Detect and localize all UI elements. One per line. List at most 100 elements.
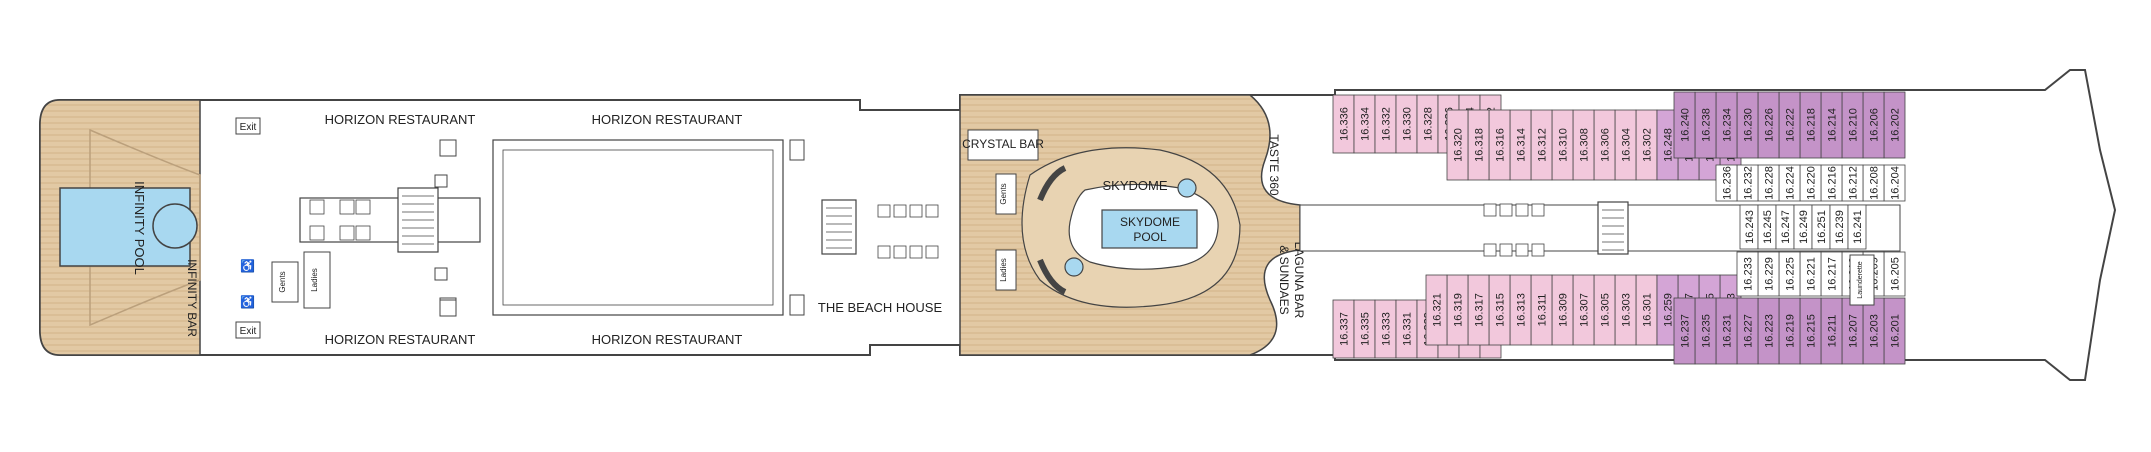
accessible-aft-2: ♿	[240, 295, 255, 309]
cabin-number: 16.307	[1579, 293, 1591, 327]
cabin-number: 16.305	[1600, 293, 1612, 327]
cabin-number: 16.219	[1785, 314, 1797, 348]
cabin-number: 16.301	[1642, 293, 1654, 327]
restaurant-pillars	[434, 139, 805, 317]
cabin-number: 16.337	[1339, 312, 1351, 346]
horizon-restaurant-aft-top: HORIZON RESTAURANT	[325, 112, 476, 127]
cabin-number: 16.328	[1423, 107, 1435, 141]
cabin-number: 16.304	[1621, 128, 1633, 162]
cabin-number: 16.334	[1360, 107, 1372, 141]
cabin-16-241[interactable]	[1847, 204, 1867, 250]
cabin-number: 16.202	[1890, 108, 1902, 142]
cabin-number: 16.306	[1600, 128, 1612, 162]
exit-label-bottom: Exit	[240, 326, 257, 337]
cabin-16-240[interactable]	[1673, 91, 1696, 159]
exit-label-top: Exit	[240, 122, 257, 133]
skydome-pool-label-2: POOL	[1133, 230, 1167, 244]
cabin-number: 16.241	[1852, 210, 1864, 244]
cabin-number: 16.312	[1537, 128, 1549, 162]
cabin-16-236[interactable]	[1715, 164, 1738, 202]
cabin-number: 16.234	[1722, 108, 1734, 142]
mid-stair	[821, 199, 857, 255]
cabin-number: 16.217	[1827, 257, 1839, 291]
cabin-16-320[interactable]	[1446, 109, 1469, 181]
cabin-number: 16.309	[1558, 293, 1570, 327]
horizon-restaurant-mid-bottom: HORIZON RESTAURANT	[592, 332, 743, 347]
cabin-number: 16.226	[1764, 108, 1776, 142]
beach-house-label: THE BEACH HOUSE	[818, 300, 943, 315]
cabin-16-321[interactable]	[1425, 274, 1448, 346]
cabin-number: 16.330	[1402, 107, 1414, 141]
cabin-number: 16.212	[1848, 166, 1860, 200]
cabin-number: 16.318	[1474, 128, 1486, 162]
taste-360-label: TASTE 360	[1267, 134, 1281, 195]
skydome-pool	[1101, 209, 1198, 249]
cabin-number: 16.215	[1806, 314, 1818, 348]
cabin-number: 16.227	[1743, 314, 1755, 348]
cabin-number: 16.201	[1890, 314, 1902, 348]
fwd-lifts	[1483, 203, 1545, 257]
aft-lifts	[309, 199, 371, 241]
cabin-number: 16.311	[1537, 294, 1549, 327]
cabin-number: 16.336	[1339, 107, 1351, 141]
cabin-number: 16.230	[1743, 108, 1755, 142]
horizon-restaurant-aft-bottom: HORIZON RESTAURANT	[325, 332, 476, 347]
mid-lifts	[877, 204, 939, 259]
cabin-number: 16.205	[1890, 257, 1902, 291]
infinity-terrace	[89, 128, 201, 327]
cabin-16-233[interactable]	[1736, 251, 1759, 297]
cabin-16-237[interactable]	[1673, 297, 1696, 365]
cabin-number: 16.233	[1743, 257, 1755, 291]
aft-stair-steps	[402, 195, 434, 245]
skydome-spa-top	[1177, 178, 1197, 198]
cabin-number: 16.224	[1785, 166, 1797, 200]
cabin-number: 16.333	[1381, 312, 1393, 346]
cabin-number: 16.240	[1680, 108, 1692, 142]
infinity-pool-spa	[152, 203, 198, 249]
ladies-label-mid: Ladies	[999, 258, 1008, 282]
cabin-number: 16.310	[1558, 128, 1570, 162]
cabin-number: 16.214	[1827, 108, 1839, 142]
cabin-number: 16.331	[1402, 312, 1414, 346]
cabin-number: 16.320	[1453, 128, 1465, 162]
cabin-number: 16.317	[1474, 293, 1486, 327]
skydome-gents	[995, 173, 1017, 215]
cabin-number: 16.208	[1869, 166, 1881, 200]
gents-label-mid: Gents	[999, 183, 1008, 204]
cabin-number: 16.235	[1701, 314, 1713, 348]
cabin-number: 16.335	[1360, 312, 1372, 346]
cabin-number: 16.249	[1798, 210, 1810, 244]
accessible-aft-1: ♿	[240, 259, 255, 273]
infinity-pool-label: INFINITY POOL	[132, 181, 147, 275]
cabin-number: 16.225	[1785, 257, 1797, 291]
cabin-number: 16.232	[1743, 166, 1755, 200]
skydome-seating-top	[1037, 165, 1067, 202]
cabin-number: 16.321	[1432, 293, 1444, 327]
cabin-number: 16.222	[1785, 108, 1797, 142]
infinity-bar-label: INFINITY BAR	[185, 259, 199, 337]
cabin-number: 16.303	[1621, 293, 1633, 327]
sundaes-label: & SUNDAES	[1277, 245, 1291, 314]
cabin-number: 16.239	[1834, 210, 1846, 244]
cabin-number: 16.251	[1816, 210, 1828, 244]
cabins-layer: 16.33616.33416.33216.33016.32816.32616.3…	[1332, 91, 1906, 365]
aft-toilets-ladies	[303, 251, 331, 309]
cabin-number: 16.319	[1453, 293, 1465, 327]
cabin-number: 16.204	[1890, 166, 1902, 200]
cabin-number: 16.259	[1663, 293, 1675, 327]
aft-lift-bank	[299, 197, 481, 243]
crystal-bar-label: CRYSTAL BAR	[962, 137, 1044, 151]
cabin-number: 16.218	[1806, 108, 1818, 142]
crystal-bar-box	[967, 129, 1039, 161]
cabin-number: 16.223	[1764, 314, 1776, 348]
cabin-number: 16.302	[1642, 128, 1654, 162]
cabin-number: 16.216	[1827, 166, 1839, 200]
skydome-spa-bottom	[1064, 257, 1084, 277]
cabin-number: 16.203	[1869, 314, 1881, 348]
aft-toilets-gents	[271, 261, 299, 303]
mid-stair-steps	[826, 207, 852, 249]
exit-sign-bottom	[235, 321, 261, 339]
skydome-seating-bottom	[1037, 258, 1067, 295]
cabin-number: 16.316	[1495, 128, 1507, 162]
